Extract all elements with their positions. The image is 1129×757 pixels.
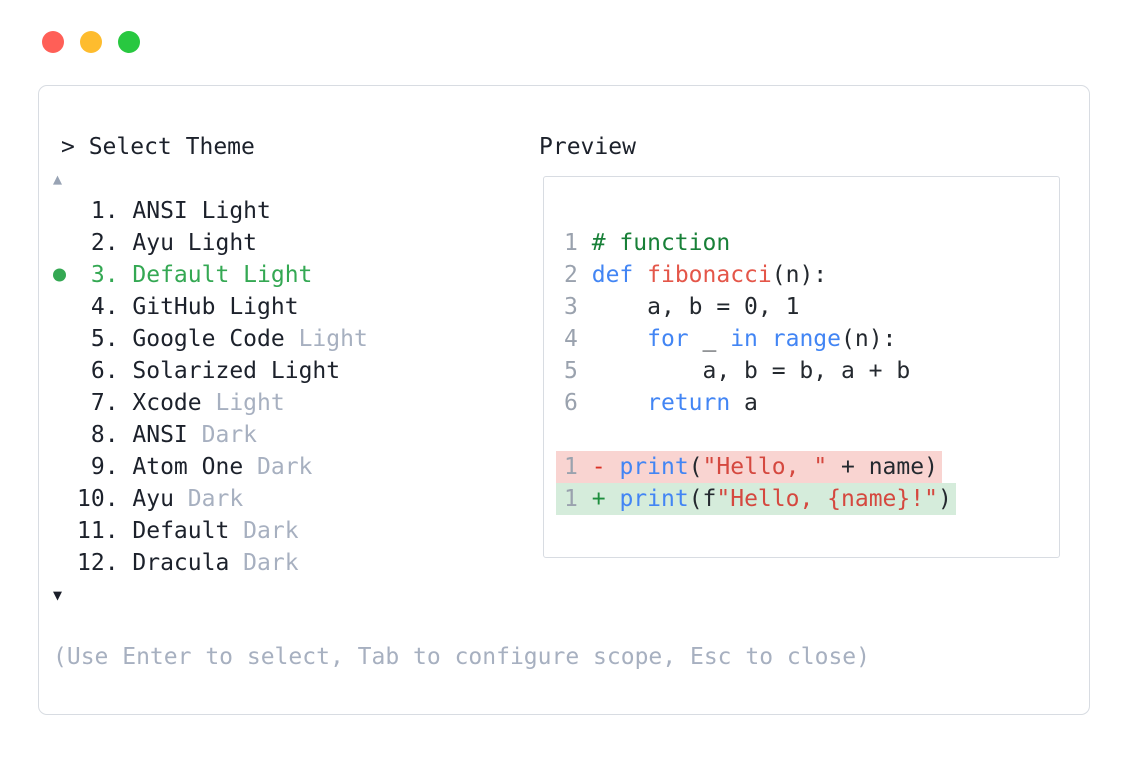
theme-item-xcode-light[interactable]: 7. Xcode Light: [77, 390, 285, 416]
picker-title: > Select Theme: [61, 134, 255, 160]
theme-item-solarized-light[interactable]: 6. Solarized Light: [77, 358, 341, 384]
code-blank-line: [564, 419, 1059, 451]
diff-add-line: 1 + print(f"Hello, {name}!"): [556, 483, 1059, 515]
theme-item-ansi-light[interactable]: 1. ANSI Light: [77, 198, 271, 224]
code-line: 2 def fibonacci(n):: [564, 262, 828, 288]
theme-item-atom-one-dark[interactable]: 9. Atom One Dark: [77, 454, 313, 480]
theme-item-github-light[interactable]: 4. GitHub Light: [77, 294, 299, 320]
theme-picker-column: > Select Theme ▲ 1. ANSI Light 2. Ayu Li…: [53, 131, 870, 673]
theme-item-default-dark[interactable]: 11. Default Dark: [77, 518, 299, 544]
selected-dot-icon: [53, 268, 66, 282]
code-line: 1 # function: [564, 230, 731, 256]
code-line: 5 a, b = b, a + b: [564, 358, 911, 384]
code-preview: 1 # function 2 def fibonacci(n): 3 a, b = …: [543, 176, 1060, 558]
theme-item-ayu-dark[interactable]: 10. Ayu Dark: [77, 486, 244, 512]
theme-item-ansi-dark[interactable]: 8. ANSI Dark: [77, 422, 258, 448]
close-button[interactable]: [42, 31, 64, 53]
theme-item-dracula-dark[interactable]: 12. Dracula Dark: [77, 550, 299, 576]
scroll-up-icon[interactable]: ▲: [53, 170, 63, 188]
scroll-down-icon[interactable]: ▼: [53, 586, 63, 604]
theme-list: 1. ANSI Light 2. Ayu Light 3. Default Li…: [53, 195, 870, 579]
theme-item-google-code-light[interactable]: 5. Google Code Light: [77, 326, 368, 352]
traffic-lights: [42, 31, 140, 53]
zoom-button[interactable]: [118, 31, 140, 53]
code-line: 6 return a: [564, 390, 758, 416]
theme-picker-panel: > Select Theme ▲ 1. ANSI Light 2. Ayu Li…: [38, 85, 1090, 715]
preview-title: Preview: [539, 134, 636, 160]
code-line: 3 a, b = 0, 1: [564, 294, 800, 320]
preview-column: Preview 1 # function 2 def fibonacci(n): 3…: [539, 131, 1060, 558]
diff-del-line: 1 - print("Hello, " + name): [556, 451, 1059, 483]
minimize-button[interactable]: [80, 31, 102, 53]
theme-item-ayu-light[interactable]: 2. Ayu Light: [77, 230, 258, 256]
keyboard-hint: (Use Enter to select, Tab to configure s…: [53, 644, 870, 670]
theme-item-default-light[interactable]: 3. Default Light: [53, 259, 870, 291]
code-line: 4 for _ in range(n):: [564, 326, 897, 352]
